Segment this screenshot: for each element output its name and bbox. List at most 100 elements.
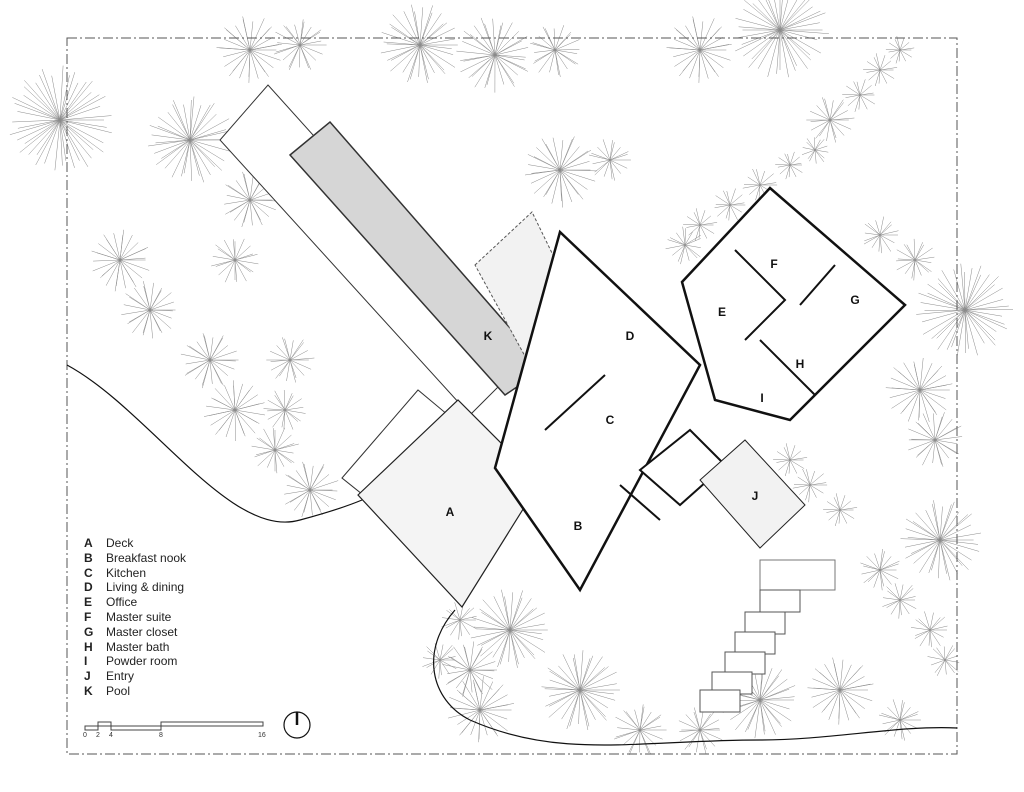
legend-label: Deck: [106, 536, 134, 550]
trees: [9, 0, 1014, 755]
tree-icon: [910, 611, 948, 648]
tree-icon: [714, 188, 746, 221]
tree-icon: [882, 583, 917, 619]
pool-deck: [219, 84, 521, 416]
scale-tick: 2: [96, 732, 100, 739]
tree-icon: [773, 443, 808, 477]
tree-icon: [807, 657, 874, 725]
tree-icon: [203, 380, 266, 442]
tree-icon: [470, 589, 548, 668]
tree-icon: [885, 36, 915, 64]
scale-tick: 16: [258, 732, 266, 739]
legend-label: Master bath: [106, 639, 170, 654]
legend-label: Kitchen: [106, 565, 147, 580]
tree-icon: [683, 208, 718, 242]
tree-icon: [216, 16, 282, 83]
legend-key: D: [84, 580, 93, 595]
legend-key: E: [84, 595, 93, 610]
tree-icon: [678, 707, 723, 754]
tree-icon: [916, 263, 1014, 357]
scale-tick: 4: [109, 732, 113, 739]
legend-key: A: [84, 536, 93, 550]
tree-icon: [541, 650, 620, 731]
tree-icon: [530, 25, 580, 77]
main-wing: [493, 229, 702, 593]
label-breakfast-nook: B: [574, 519, 583, 533]
legend-label: Pool: [106, 683, 131, 698]
label-deck: A: [446, 505, 455, 519]
tree-icon: [908, 412, 963, 467]
tree-icon: [863, 216, 899, 254]
tree-icon: [422, 643, 457, 679]
tree-icon: [274, 19, 327, 70]
legend-label: Master closet: [106, 624, 178, 639]
legend-label: Breakfast nook: [106, 550, 187, 565]
tree-icon: [263, 389, 306, 430]
legend-label: Office: [106, 595, 138, 610]
legend-item: I Powder room: [84, 654, 186, 669]
tree-icon: [885, 357, 953, 422]
entry-porch: [699, 439, 806, 549]
label-master-closet: G: [850, 293, 859, 307]
property-boundary: [66, 37, 958, 755]
label-master-bath: H: [796, 357, 805, 371]
tree-icon: [224, 171, 279, 228]
scale-tick: 8: [159, 732, 163, 739]
tree-icon: [148, 96, 233, 183]
grade-line-west: [66, 364, 363, 523]
label-office: E: [718, 305, 726, 319]
room-labels: A B C D E F G H I J K: [446, 257, 860, 533]
tree-icon: [380, 4, 458, 83]
tree-icon: [665, 226, 701, 265]
tree-icon: [792, 468, 828, 503]
legend-key: H: [84, 639, 93, 654]
tree-icon: [666, 16, 732, 83]
legend-item: K Pool: [84, 684, 186, 699]
legend-item: E Office: [84, 595, 186, 610]
legend-item: H Master bath: [84, 640, 186, 655]
label-master-suite: F: [770, 257, 777, 271]
tree-icon: [775, 151, 803, 180]
tree-icon: [588, 139, 631, 181]
tree-icon: [842, 79, 876, 112]
tree-icon: [927, 645, 960, 676]
legend-item: J Entry: [84, 669, 186, 684]
tree-icon: [442, 641, 497, 697]
legend-label: Powder room: [106, 654, 178, 669]
tree-icon: [251, 427, 299, 474]
tree-icon: [900, 500, 982, 581]
tree-icon: [801, 137, 829, 164]
tree-icon: [266, 337, 315, 383]
label-powder-room: I: [760, 391, 763, 405]
tree-icon: [896, 238, 935, 281]
tree-icon: [456, 17, 529, 93]
tree-icon: [878, 699, 921, 741]
north-arrow-icon: [283, 711, 311, 739]
interior-walls: [544, 249, 836, 521]
legend-label: Entry: [106, 669, 135, 684]
tree-icon: [448, 676, 515, 743]
entry-path: [759, 559, 836, 591]
legend-label: Master suite: [106, 609, 172, 624]
legend-key: C: [84, 565, 93, 580]
label-pool: K: [484, 329, 493, 343]
scale-bar: [84, 721, 264, 731]
tree-icon: [211, 238, 259, 283]
tree-icon: [9, 65, 112, 171]
tree-icon: [441, 602, 478, 640]
tree-icon: [860, 548, 900, 591]
legend-item: C Kitchen: [84, 566, 186, 581]
legend-key: J: [84, 669, 91, 684]
legend-key: K: [84, 683, 93, 698]
label-kitchen: C: [606, 413, 615, 427]
label-living-dining: D: [626, 329, 635, 343]
tree-icon: [735, 0, 829, 78]
legend-key: B: [84, 550, 93, 565]
tree-icon: [863, 53, 898, 87]
legend-key: I: [84, 654, 88, 669]
tree-icon: [121, 281, 176, 339]
grade-line-south: [433, 609, 958, 746]
